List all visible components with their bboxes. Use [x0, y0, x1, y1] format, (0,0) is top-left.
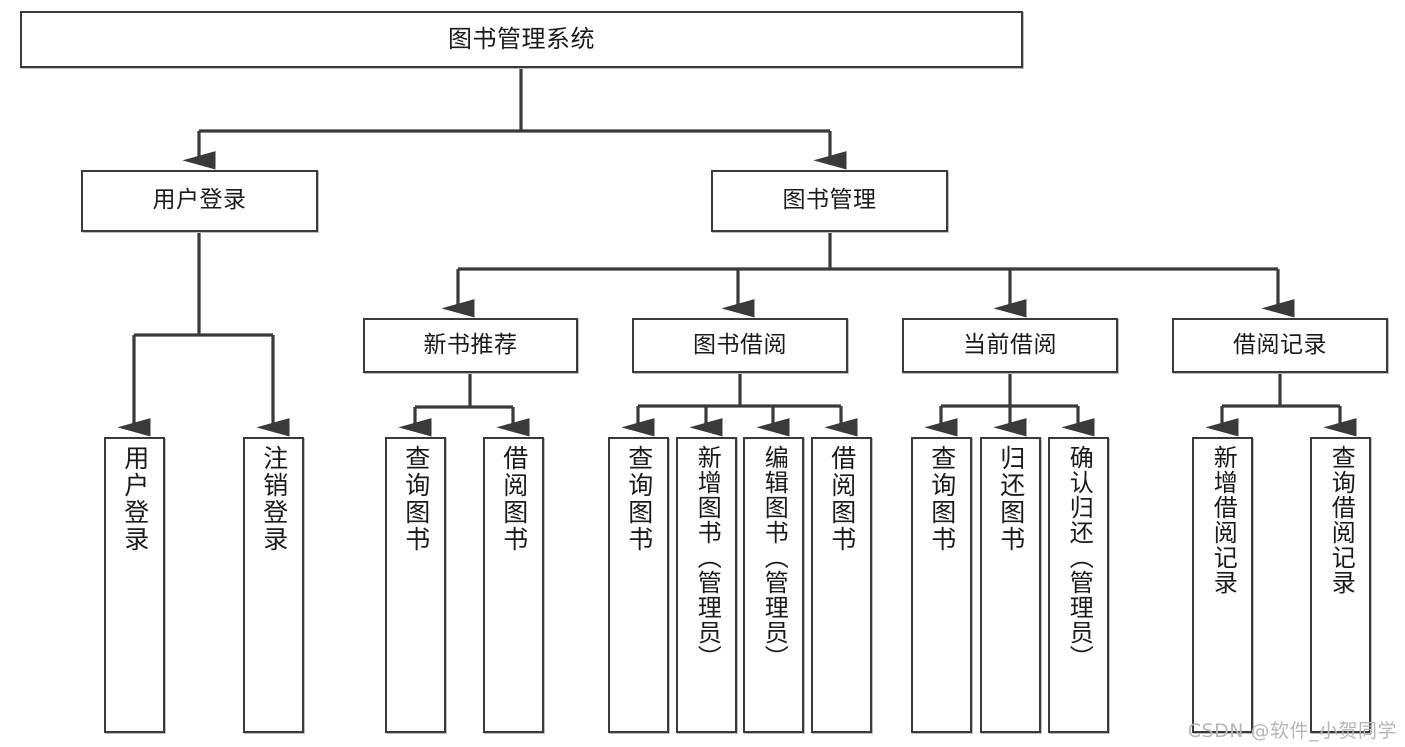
node-label: 图书管理系统 — [448, 25, 595, 54]
node-book-borrow[interactable]: 图书借阅 — [632, 318, 848, 373]
node-label: 确认归还（管理员） — [1065, 445, 1094, 670]
node-label: 查询图书 — [624, 445, 654, 553]
node-label: 新增借阅记录 — [1209, 445, 1238, 595]
node-borrow-record[interactable]: 借阅记录 — [1172, 318, 1388, 373]
leaf-add-book-admin[interactable]: 新增图书（管理员） — [676, 437, 737, 733]
leaf-add-borrow-record[interactable]: 新增借阅记录 — [1192, 437, 1253, 733]
node-label: 新书推荐 — [423, 331, 518, 358]
leaf-return-book[interactable]: 归还图书 — [980, 437, 1041, 733]
leaf-edit-book-admin[interactable]: 编辑图书（管理员） — [743, 437, 804, 733]
node-label: 归还图书 — [996, 445, 1026, 553]
node-label: 图书管理 — [782, 187, 877, 214]
node-current-borrow[interactable]: 当前借阅 — [902, 318, 1118, 373]
node-label: 借阅图书 — [827, 445, 857, 553]
node-label: 注销登录 — [259, 445, 289, 553]
node-label: 借阅图书 — [499, 445, 529, 553]
node-label: 新增图书（管理员） — [693, 445, 722, 670]
leaf-borrow-book-borrow[interactable]: 借阅图书 — [811, 437, 872, 733]
leaf-query-borrow-record[interactable]: 查询借阅记录 — [1310, 437, 1371, 733]
node-book-manage[interactable]: 图书管理 — [711, 170, 948, 232]
leaf-logout-login[interactable]: 注销登录 — [243, 437, 304, 733]
node-root-system[interactable]: 图书管理系统 — [20, 11, 1023, 68]
node-label: 用户登录 — [152, 187, 247, 214]
node-label: 查询图书 — [401, 445, 431, 553]
node-user-login[interactable]: 用户登录 — [81, 170, 318, 232]
node-label: 查询借阅记录 — [1327, 445, 1356, 595]
node-label: 编辑图书（管理员） — [760, 445, 789, 670]
node-label: 当前借阅 — [963, 331, 1057, 358]
node-label: 借阅记录 — [1233, 331, 1327, 358]
node-new-book-rec[interactable]: 新书推荐 — [363, 318, 578, 373]
leaf-user-login[interactable]: 用户登录 — [104, 437, 165, 733]
node-label: 图书借阅 — [693, 331, 787, 358]
leaf-query-book-current[interactable]: 查询图书 — [911, 437, 972, 733]
leaf-query-book-borrow[interactable]: 查询图书 — [608, 437, 669, 733]
node-label: 查询图书 — [927, 445, 957, 553]
csdn-watermark: CSDN @软件_小贺同学 — [1187, 720, 1397, 742]
leaf-query-book-rec[interactable]: 查询图书 — [385, 437, 446, 733]
leaf-borrow-book-rec[interactable]: 借阅图书 — [483, 437, 544, 733]
node-label: 用户登录 — [120, 445, 150, 553]
leaf-confirm-return-admin[interactable]: 确认归还（管理员） — [1048, 437, 1109, 733]
